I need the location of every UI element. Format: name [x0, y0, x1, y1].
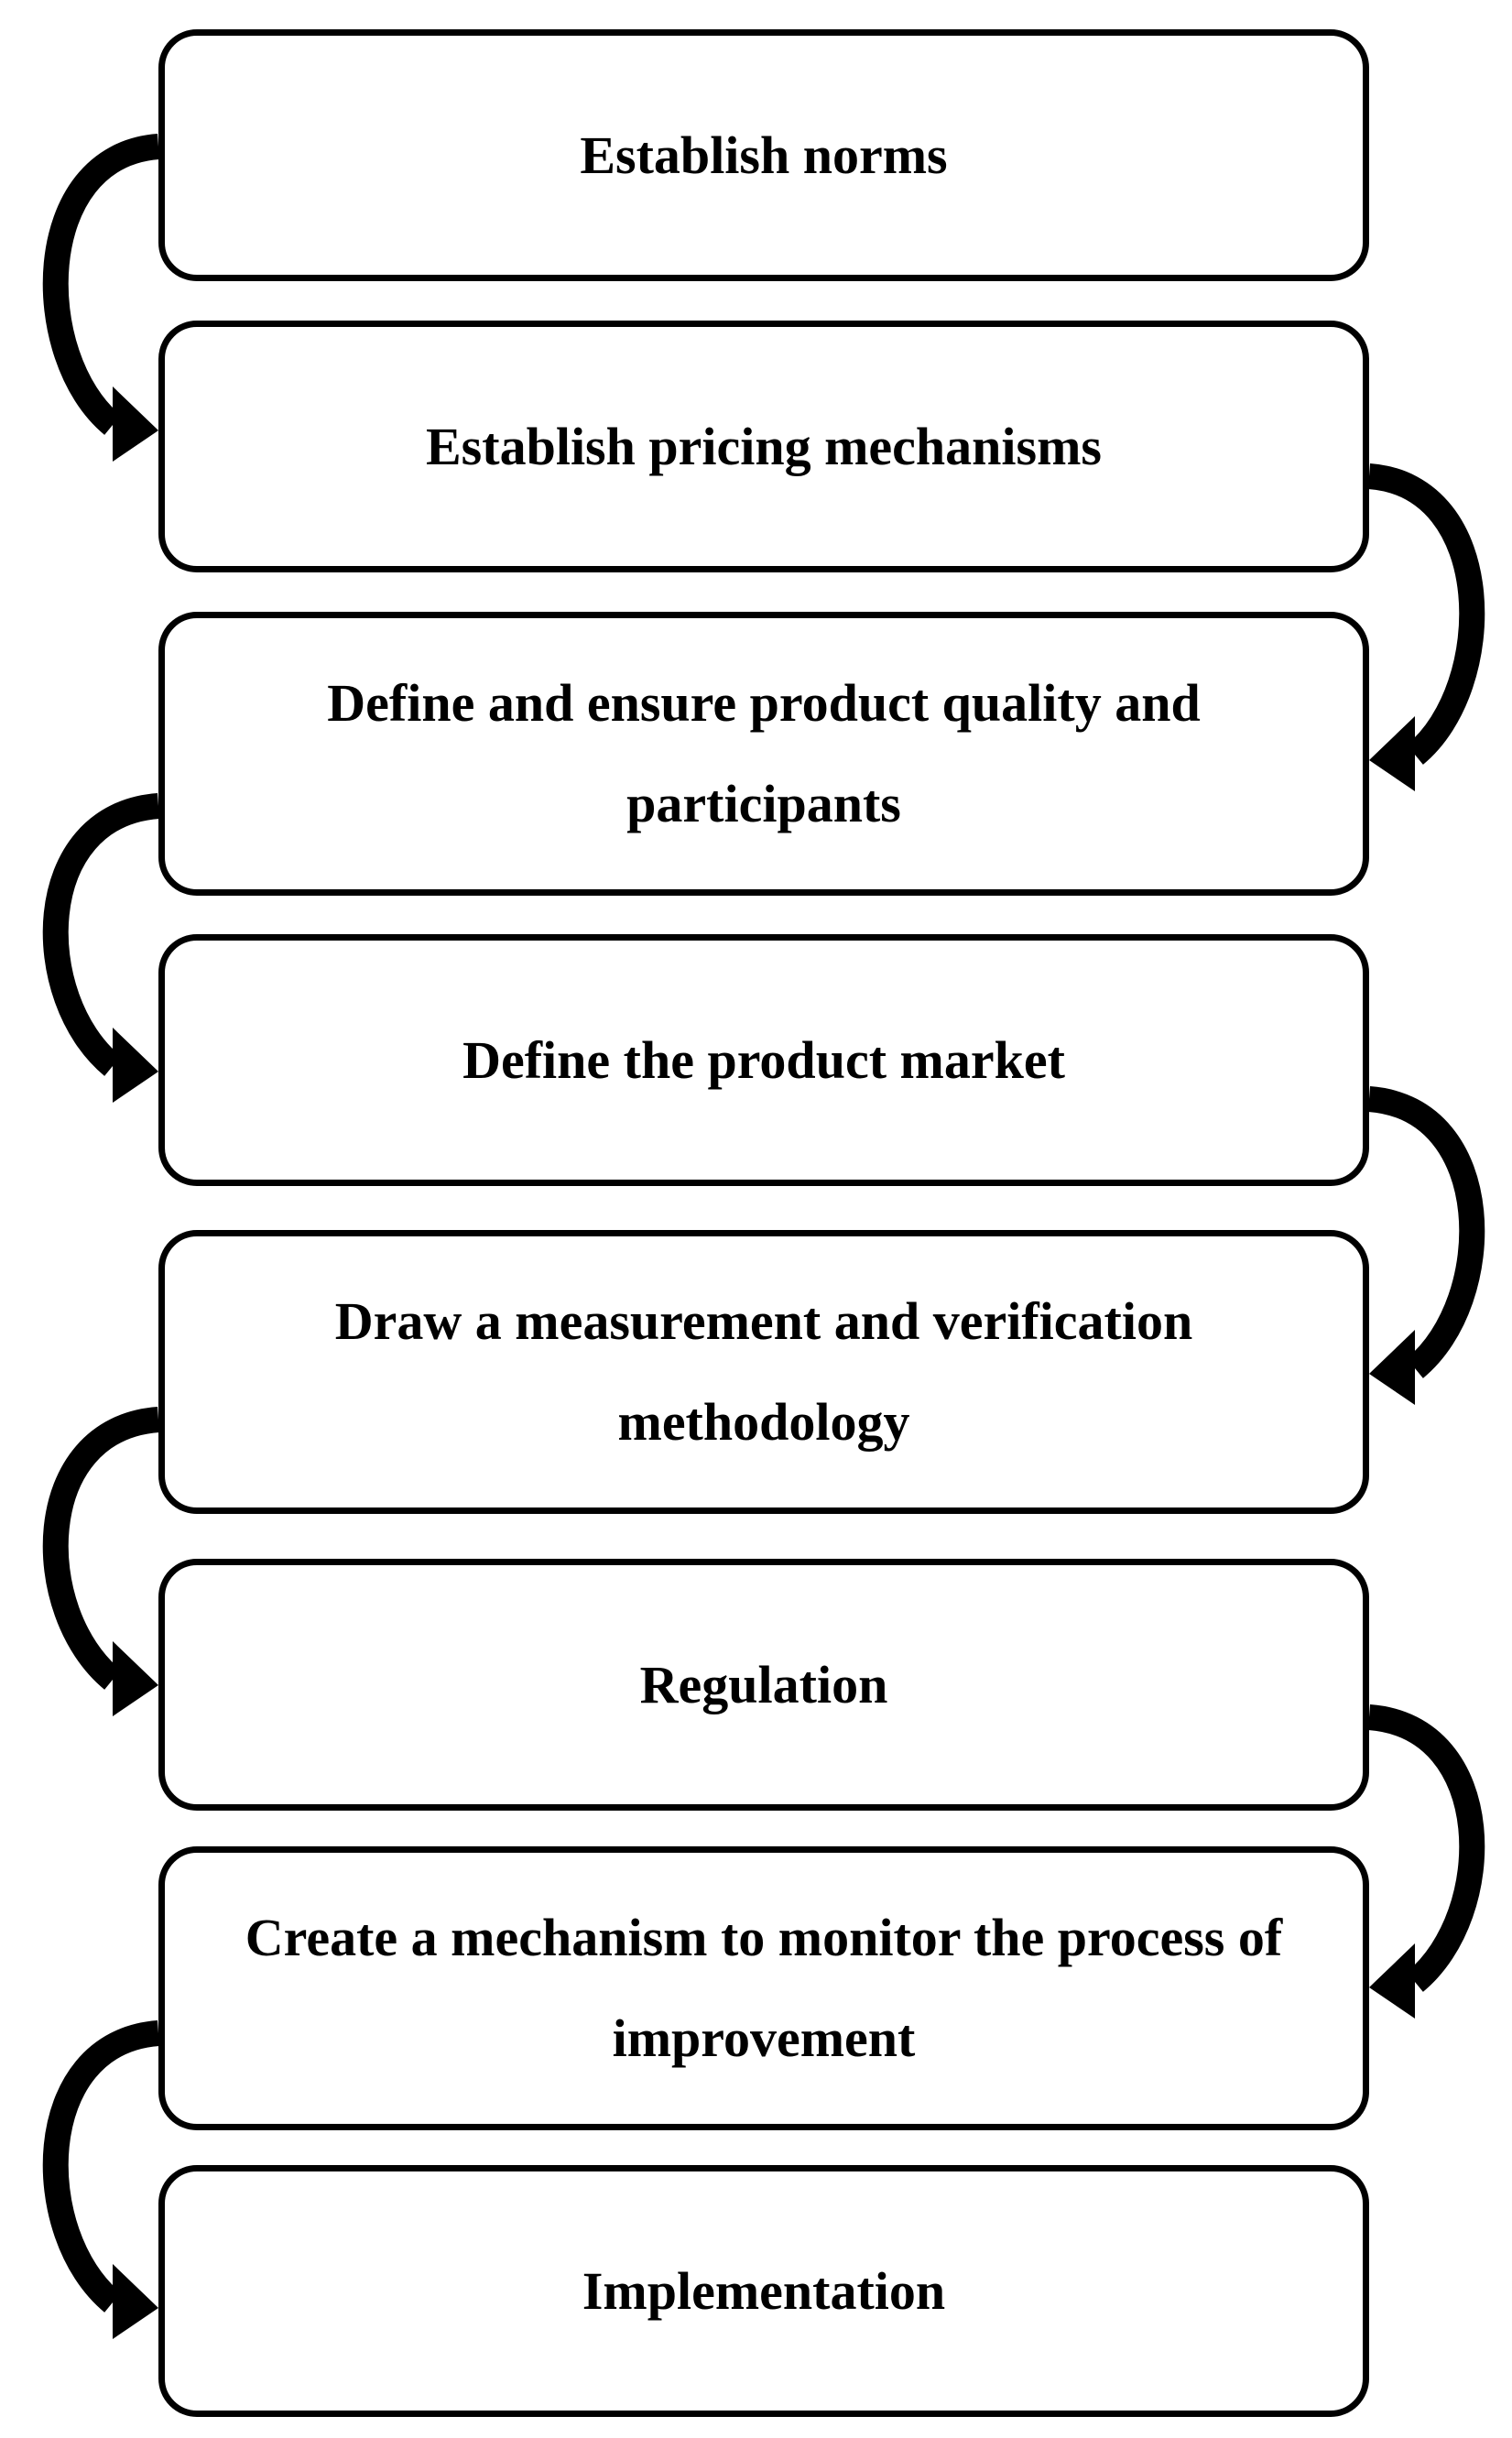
connector-arrow-2	[1367, 463, 1485, 765]
connector-arrow-3	[42, 793, 160, 1076]
connector-arrow-6	[1367, 1704, 1485, 1992]
step-implementation: Implementation	[158, 2165, 1369, 2417]
step-label: Establish pricing mechanisms	[426, 416, 1102, 476]
connector-arrow-7	[42, 2020, 160, 2313]
arrow-head-1	[113, 386, 158, 462]
step-label: Define and ensure product quality and pa…	[327, 673, 1201, 833]
step-monitor-mechanism: Create a mechanism to monitor the proces…	[158, 1846, 1369, 2130]
step-define-product-quality: Define and ensure product quality and pa…	[158, 612, 1369, 896]
connector-arrow-1	[42, 134, 160, 435]
arrow-head-4	[1369, 1330, 1415, 1405]
step-label: Define the product market	[462, 1029, 1065, 1090]
step-label: Establish norms	[580, 125, 948, 185]
step-label: Regulation	[639, 1654, 888, 1714]
step-define-product-market: Define the product market	[158, 934, 1369, 1186]
step-establish-pricing-mechanisms: Establish pricing mechanisms	[158, 321, 1369, 572]
arrow-head-7	[113, 2264, 158, 2339]
step-establish-norms: Establish norms	[158, 29, 1369, 281]
connector-arrow-4	[1367, 1086, 1485, 1378]
step-label: Draw a measurement and verification meth…	[334, 1291, 1193, 1452]
step-regulation: Regulation	[158, 1559, 1369, 1811]
connector-arrow-5	[42, 1407, 160, 1690]
step-label: Implementation	[582, 2260, 946, 2321]
arrow-head-2	[1369, 716, 1415, 791]
arrow-head-3	[113, 1028, 158, 1103]
step-measurement-verification: Draw a measurement and verification meth…	[158, 1230, 1369, 1514]
arrow-head-6	[1369, 1943, 1415, 2019]
arrow-head-5	[113, 1641, 158, 1716]
step-label: Create a mechanism to monitor the proces…	[245, 1908, 1283, 2068]
